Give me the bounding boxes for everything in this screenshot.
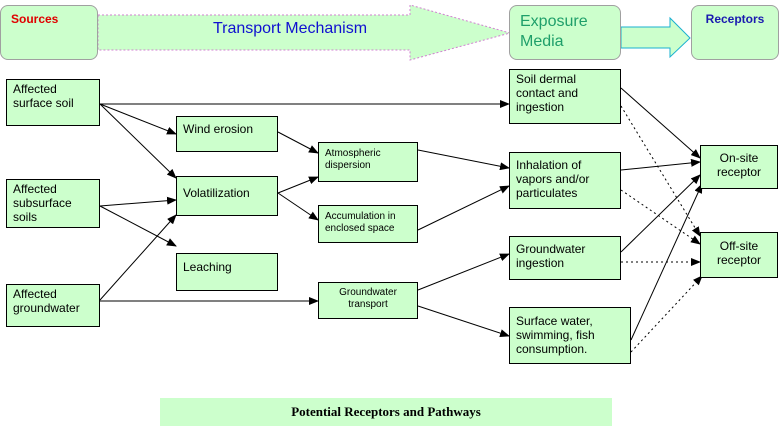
arrow-soildermal-to-offsite bbox=[620, 105, 701, 237]
receptor-offsite: Off-site receptor bbox=[700, 232, 778, 278]
arrow-accum-to-inhal bbox=[417, 185, 510, 231]
arrow-inhal-to-onsite bbox=[620, 158, 701, 171]
arrow-volat-to-atmos bbox=[277, 176, 319, 194]
source-groundwater: Affected groundwater bbox=[6, 284, 100, 327]
arrow-inhal-to-offsite bbox=[620, 189, 701, 245]
exposure-to-receptors-arrow bbox=[620, 16, 691, 59]
arrow-soildermal-to-onsite bbox=[620, 87, 701, 159]
arrow-volat-to-accum bbox=[277, 192, 319, 221]
arrow-surfacewater-to-offsite bbox=[630, 275, 703, 353]
arrow-gwtransport-to-gwingest bbox=[417, 253, 510, 291]
source-surface-soil: Affected surface soil bbox=[6, 79, 100, 126]
arrow-gwtransport-to-surfacewater bbox=[417, 305, 510, 337]
arrow-gwingest-to-onsite bbox=[620, 174, 701, 253]
transport-leaching: Leaching bbox=[176, 253, 278, 291]
diagram-caption: Potential Receptors and Pathways bbox=[160, 398, 612, 426]
arrow-subsurface-to-volat bbox=[99, 196, 177, 207]
header-receptors: Receptors bbox=[691, 5, 779, 60]
transport-groundwater-transport: Groundwater transport bbox=[318, 282, 418, 319]
exposure-groundwater-ingestion: Groundwater ingestion bbox=[509, 236, 621, 280]
header-exposure-media: Exposure Media bbox=[509, 5, 621, 60]
arrow-surface-to-wind bbox=[99, 103, 177, 135]
transport-accumulation-enclosed-space: Accumulation in enclosed space bbox=[318, 205, 418, 243]
exposure-surface-water: Surface water, swimming, fish consumptio… bbox=[509, 307, 631, 364]
exposure-soil-dermal-contact: Soil dermal contact and ingestion bbox=[509, 69, 621, 124]
transport-wind-erosion: Wind erosion bbox=[176, 116, 278, 152]
exposure-inhalation: Inhalation of vapors and/or particulates bbox=[509, 152, 621, 209]
header-sources: Sources bbox=[0, 5, 98, 60]
arrow-subsurface-to-leaching bbox=[99, 205, 177, 247]
receptor-onsite: On-site receptor bbox=[700, 145, 778, 189]
arrow-gw-to-volat bbox=[99, 214, 177, 301]
transport-volatilization: Volatilization bbox=[176, 176, 278, 216]
arrow-wind-to-atmos bbox=[277, 131, 319, 154]
header-transport-mechanism: Transport Mechanism bbox=[212, 20, 368, 37]
source-subsurface-soils: Affected subsurface soils bbox=[6, 179, 100, 228]
arrow-atmos-to-inhal bbox=[417, 149, 510, 171]
transport-atmospheric-dispersion: Atmospheric dispersion bbox=[318, 142, 418, 182]
arrow-surface-to-volat bbox=[99, 103, 177, 179]
transport-banner-arrow bbox=[97, 4, 512, 61]
